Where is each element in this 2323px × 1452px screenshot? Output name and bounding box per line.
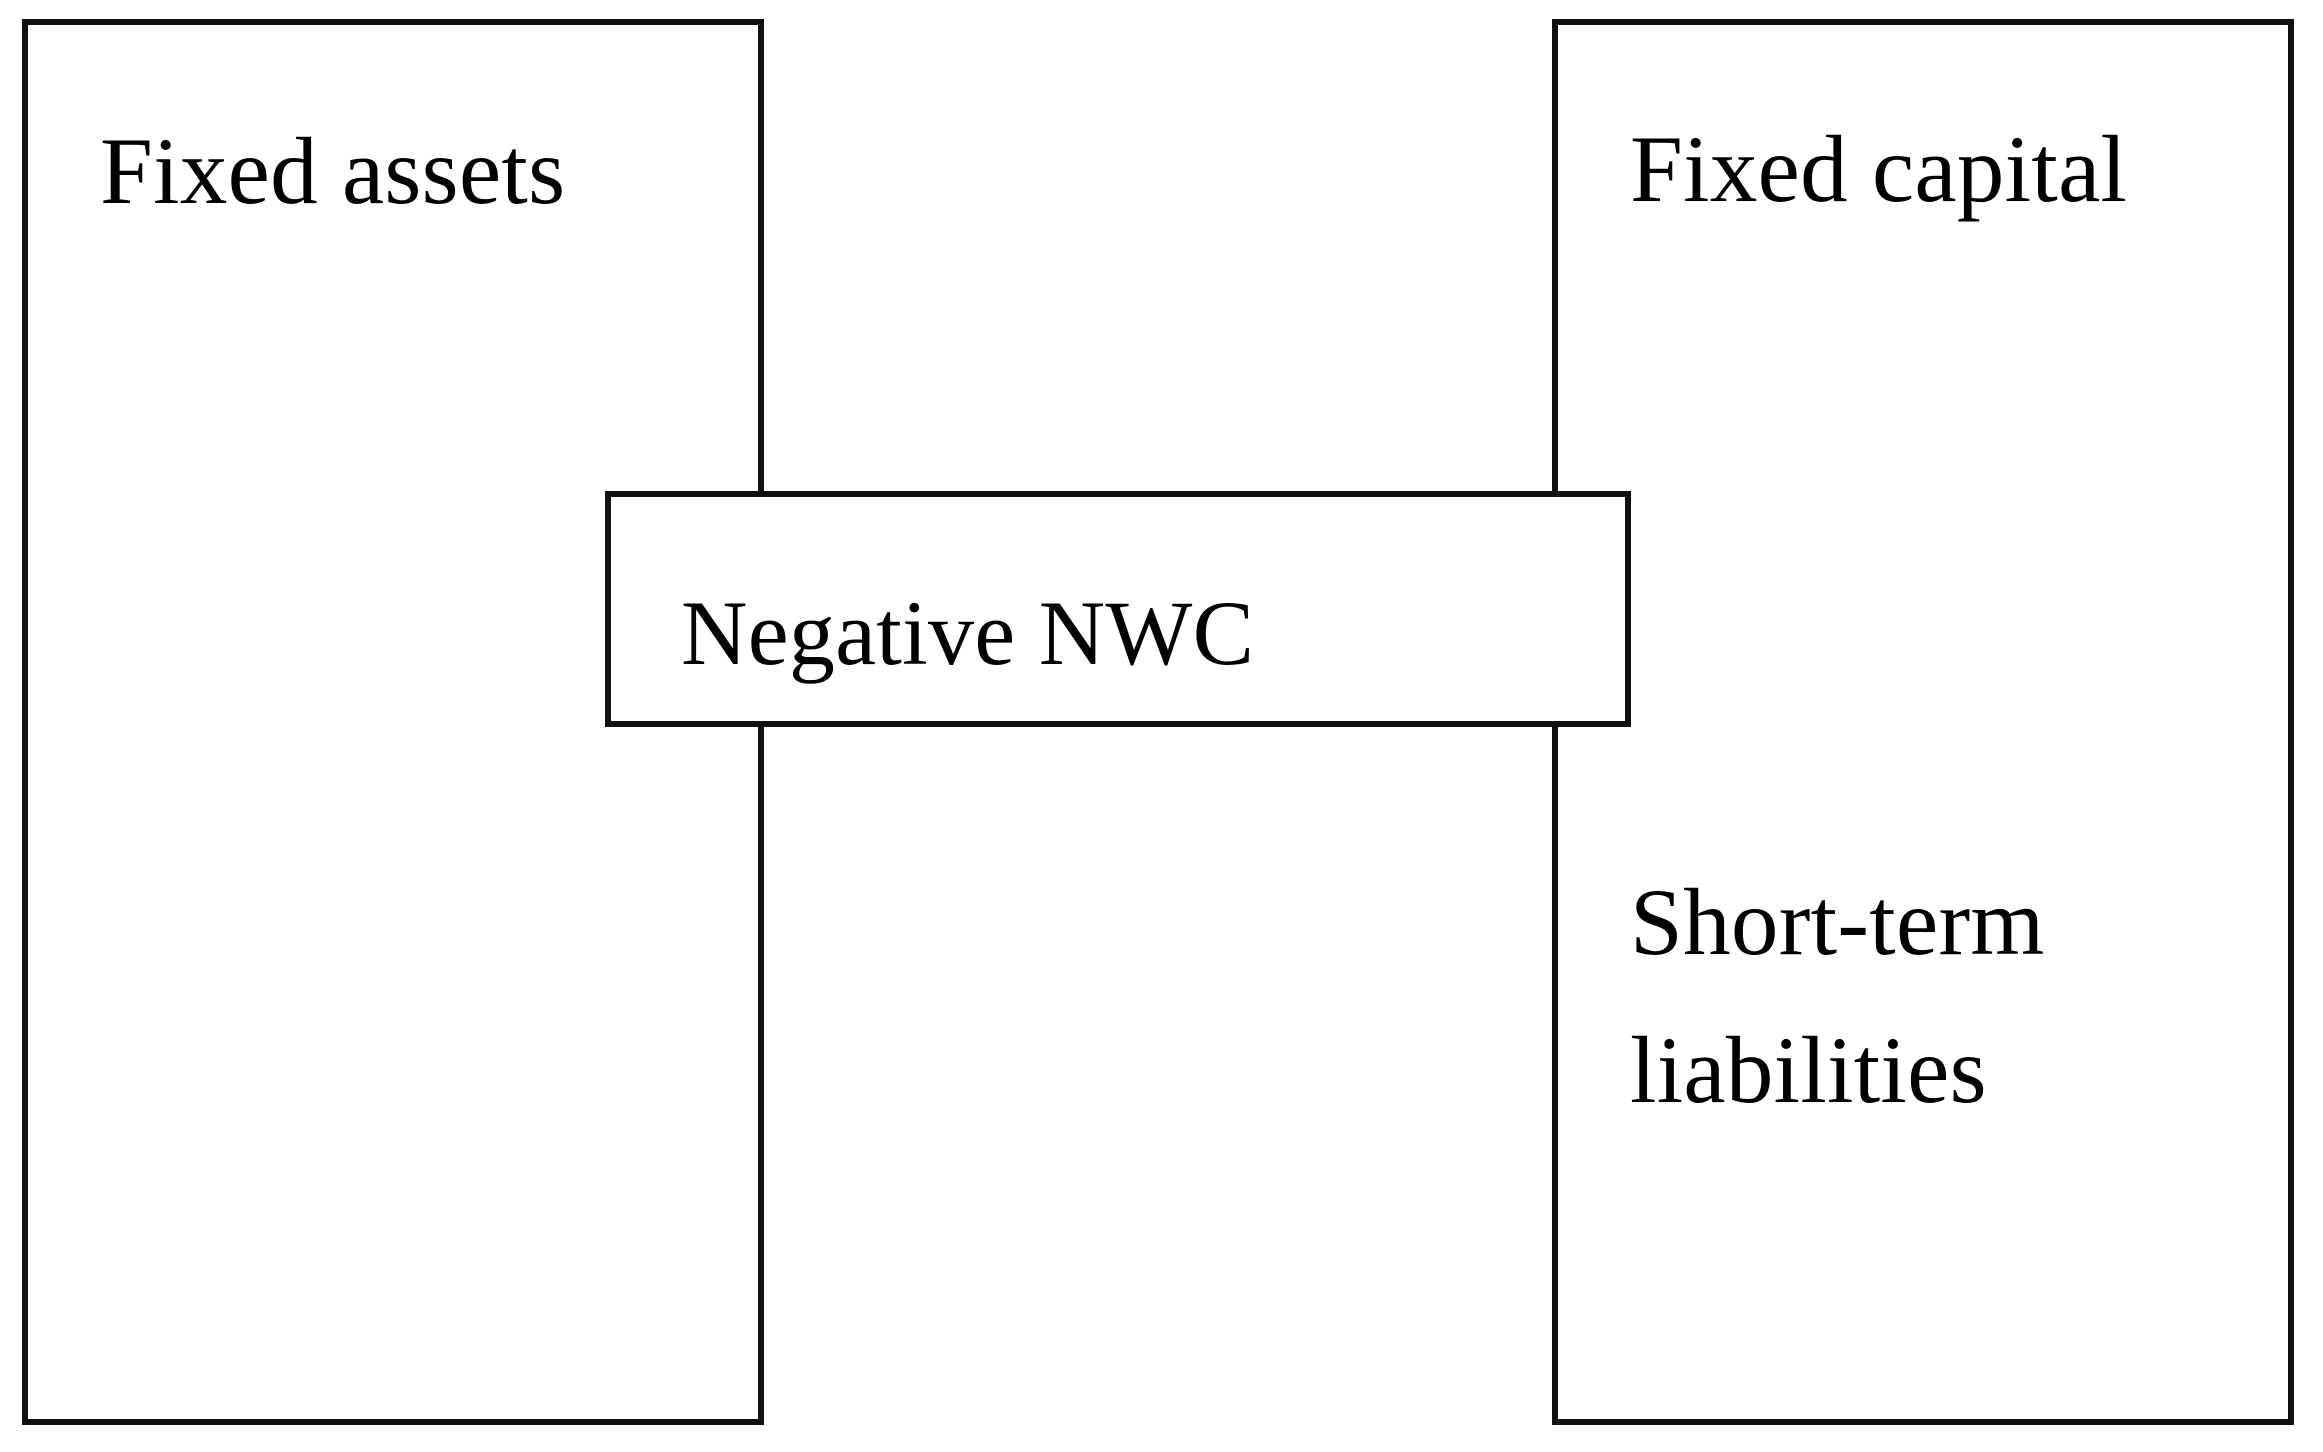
block-fixed-capital: Fixed capital bbox=[1552, 19, 2294, 499]
block-negative-nwc: Negative NWC bbox=[605, 491, 1631, 727]
block-label-short-term-liabilities: Short-term liabilities bbox=[1630, 869, 2045, 1123]
block-fixed-assets: Fixed assets bbox=[22, 19, 764, 731]
block-label-fixed-assets: Fixed assets bbox=[100, 118, 566, 224]
block-short-term-liabilities: Short-term liabilities bbox=[1552, 493, 2294, 1425]
block-current-assets: Current assets bbox=[22, 725, 764, 1425]
block-label-fixed-capital: Fixed capital bbox=[1630, 116, 2128, 222]
block-label-negative-nwc: Negative NWC bbox=[681, 582, 1255, 684]
